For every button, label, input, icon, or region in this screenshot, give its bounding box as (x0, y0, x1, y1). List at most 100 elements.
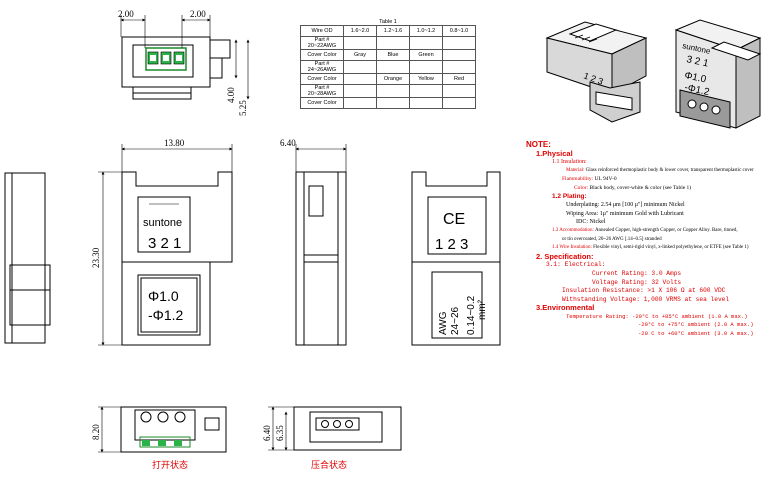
table-header-cell: 0.8~1.0 (442, 25, 476, 37)
table-row: Cover Color (300, 97, 476, 109)
row-label: Cover Color (300, 49, 344, 61)
environmental-heading: 3.Environmental (536, 303, 595, 313)
table-cell (343, 36, 377, 50)
notes-title: NOTE: (526, 140, 551, 149)
temperature-label: Temperature Rating: (566, 312, 629, 320)
wire-color-table: Table 1 Wire OD 1.6~2.0 1.2~1.6 1.0~1.2 … (300, 18, 476, 109)
dim-bottom-closed-h1: 6.40 (262, 425, 272, 441)
temperature-1: -20°C to +85°C ambient (1.0 A max.) (632, 312, 748, 320)
caption-open-state: 打开状态 (152, 461, 189, 471)
table-cell: Red (442, 73, 476, 85)
left-side-view (4, 172, 51, 344)
mm-range-label: 0.14~0.2 (466, 295, 477, 335)
dim-height-5: 5.25 (238, 100, 248, 116)
table-cell (376, 60, 410, 74)
table-cell: Orange (376, 73, 410, 85)
table-cell: Blue (376, 49, 410, 61)
material-label: Material: (566, 167, 585, 173)
accommodation-text-2: or tin overcoated, 20~26 AWG [.14~0.5] s… (562, 236, 662, 242)
table-cell (343, 73, 377, 85)
table-row: Part # 24~26AWG (300, 60, 476, 74)
table-cell: Gray (343, 49, 377, 61)
table-title: Table 1 (379, 18, 397, 25)
electrical-heading: 3.1: Electrical: (546, 261, 606, 269)
dim-top-left: 2.00 (118, 9, 134, 19)
table-cell (409, 97, 443, 109)
table-cell (376, 36, 410, 50)
front-pin-numbers: 3 2 1 (148, 235, 181, 252)
bottom-open-dimensions (98, 406, 121, 453)
wiping-text: Wiping Area: 1μ" minimum Gold with Lubri… (566, 210, 684, 217)
top-dimensions (120, 15, 250, 100)
dim-top-right: 2.00 (190, 9, 206, 19)
table-cell (409, 84, 443, 98)
accommodation-text: Annealed Copper, high-strength Copper, o… (594, 227, 738, 233)
underplating-text: Underplating: 2.54 μm [100 μ"] minimum N… (566, 202, 685, 209)
flammability-text: UL 94V-0 (594, 176, 617, 183)
voltage-rating: Voltage Rating: 32 Volts (592, 278, 682, 286)
table-header-cell: 1.2~1.6 (376, 25, 410, 37)
table-cell (442, 97, 476, 109)
row-label: Cover Color (300, 97, 344, 109)
dim-side-width: 6.40 (280, 138, 296, 148)
table-cell (343, 60, 377, 74)
brand-label: suntone (143, 217, 182, 229)
table-row: Part # 20~28AWG (300, 84, 476, 98)
table-cell (442, 84, 476, 98)
row-label: Part # 20~28AWG (300, 84, 344, 98)
top-end-view (121, 36, 231, 100)
dim-bottom-open-height: 8.20 (91, 424, 101, 440)
iso-view-closed (545, 21, 648, 123)
side-view (295, 171, 347, 346)
table-row: Part # 20~22AWG (300, 36, 476, 50)
bottom-closed-view (293, 406, 402, 451)
notes-panel: NOTE: 1.Physical 1.1 Insulation: Materia… (526, 140, 780, 339)
dim-front-height: 23.30 (91, 247, 101, 268)
spec-heading: 2. Specification: (536, 251, 594, 261)
back-pin-numbers: 1 2 3 (435, 236, 468, 253)
table-header-cell: 1.0~1.2 (409, 25, 443, 37)
diameter-label-1: Φ1.0 (148, 288, 179, 304)
flammability-label: Flammability: (562, 176, 594, 183)
iso-dia-1: Φ1.0 (683, 70, 707, 85)
current-rating: Current Rating: 3.0 Amps (592, 269, 682, 277)
table-cell: Green (409, 49, 443, 61)
table-cell (376, 84, 410, 98)
back-view (411, 171, 501, 346)
table-cell (442, 60, 476, 74)
caption-closed-state: 压合状态 (311, 461, 348, 471)
diameter-label-2: -Φ1.2 (148, 307, 184, 323)
color-text: Black body, cover-white & color (see Tab… (589, 184, 692, 191)
wire-insulation-text: Flexible vinyl, semi-rigid vinyl, x-link… (593, 245, 749, 251)
row-label: Part # 20~22AWG (300, 36, 344, 50)
table-cell (343, 84, 377, 98)
dim-bottom-closed-h2: 6.35 (275, 425, 285, 441)
plating-heading: 1.2 Plating: (552, 192, 587, 200)
table-cell: Yellow (409, 73, 443, 85)
bottom-closed-dimensions (268, 406, 294, 451)
table-cell (442, 49, 476, 61)
side-dimensions (295, 144, 347, 172)
mm-unit-label: mm² (477, 299, 488, 320)
table-cell (409, 60, 443, 74)
dim-front-width: 13.80 (164, 138, 185, 148)
table-cell (442, 36, 476, 50)
table-cell (409, 36, 443, 50)
color-label: Color: (574, 184, 589, 191)
awg-label: AWG (438, 311, 449, 335)
ce-mark: CE (443, 211, 465, 228)
row-label: Part # 24~26AWG (300, 60, 344, 74)
bottom-open-view (120, 406, 227, 453)
table-header-cell: Wire OD (300, 25, 344, 37)
table-cell (376, 97, 410, 109)
table-header-cell: 1.6~2.0 (343, 25, 377, 37)
iso-view-open (674, 19, 762, 129)
temperature-2: -20°C to +75°C ambient (2.0 A max.) (638, 321, 754, 329)
table-header-row: Wire OD 1.6~2.0 1.2~1.6 1.0~1.2 0.8~1.0 (300, 25, 476, 37)
idc-text: IDC: Nickel (576, 219, 606, 226)
front-dimensions (98, 144, 233, 346)
row-label: Cover Color (300, 73, 344, 85)
temperature-3: -20 C to +60°C ambient (3.0 A max.) (638, 330, 754, 338)
